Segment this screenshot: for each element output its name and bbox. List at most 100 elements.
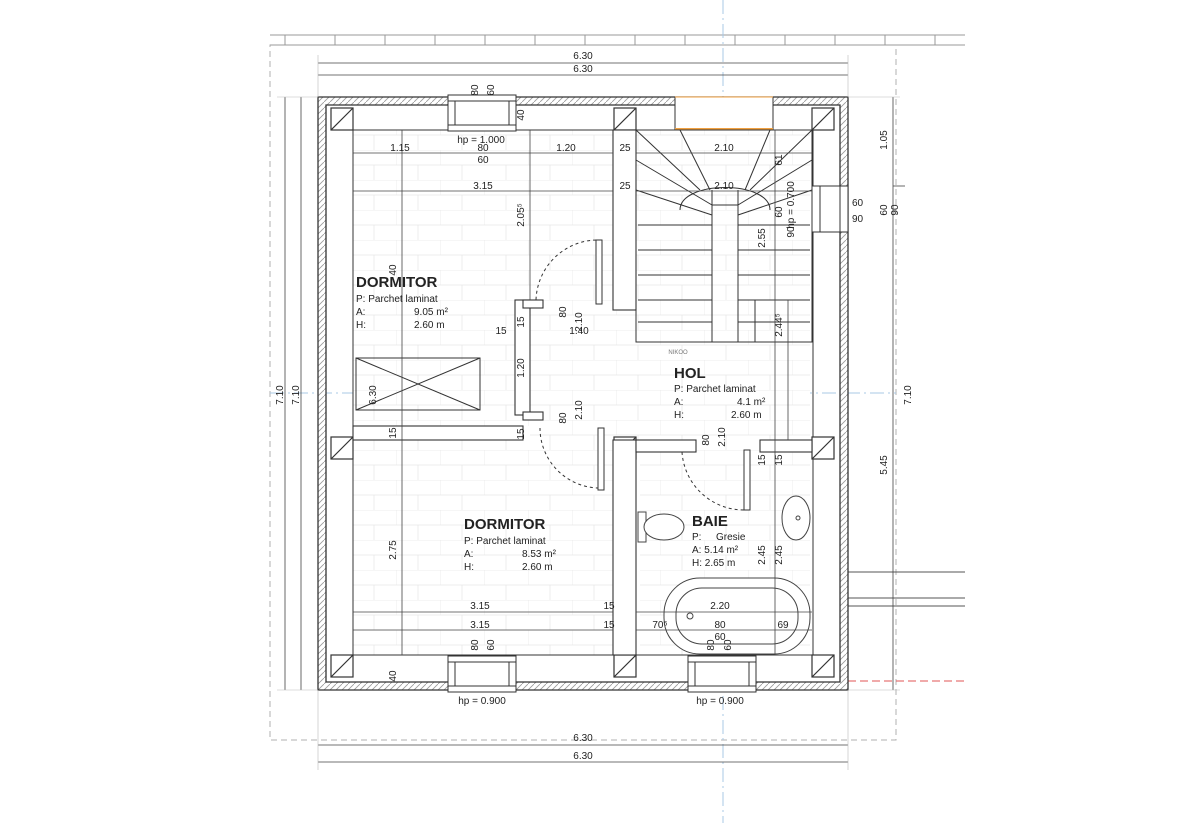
room-floor: P: Parchet laminat <box>674 384 756 395</box>
room-area: A: 5.14 m² <box>692 545 739 556</box>
dim-v-245b: 2.45 <box>774 545 785 565</box>
dim-low-15b: 15 <box>603 620 615 631</box>
dim-right-upper: 1.05 <box>879 130 890 150</box>
window-bottom-left <box>447 655 517 693</box>
dim-25a: 25 <box>619 143 631 154</box>
hp-bottom-left: hp = 0.900 <box>458 696 506 707</box>
dim-d-80b: 80 <box>558 412 569 424</box>
dim-low-315a: 3.15 <box>470 601 490 612</box>
dim-v-15d: 15 <box>516 428 527 440</box>
dim-win-br-60: 60 <box>723 639 734 651</box>
room-area-label: A: <box>674 397 683 408</box>
dim-win-top-80: 80 <box>470 84 481 96</box>
top-ruler-ticks <box>284 35 936 45</box>
dim-v-15e: 15 <box>757 454 768 466</box>
dim-side-90: 90 <box>852 214 864 225</box>
dim-bottom-1: 6.30 <box>573 733 593 744</box>
floor-tiles <box>353 130 810 655</box>
shaft-void <box>355 357 481 411</box>
dim-d-80a: 80 <box>558 306 569 318</box>
dim-v-15b: 15 <box>516 316 527 328</box>
room-name: DORMITOR <box>356 274 438 291</box>
room-name: HOL <box>674 365 706 382</box>
room-floor: P: Parchet laminat <box>464 536 546 547</box>
window-top <box>447 94 517 132</box>
staircase <box>635 129 813 343</box>
dim-top-1: 6.30 <box>573 51 593 62</box>
dim-d-140: 1.40 <box>569 326 589 337</box>
dim-v-244: 2.44⁵ <box>774 313 785 337</box>
dim-win-bl-80: 80 <box>470 639 481 651</box>
dim-v-275: 2.75 <box>388 540 399 560</box>
exterior-walls <box>317 96 849 691</box>
window-top-orange <box>674 96 774 130</box>
dim-v-15c: 15 <box>388 427 399 439</box>
dim-stair-61: 61 <box>774 154 785 166</box>
dim-low-705: 70⁵ <box>652 620 667 631</box>
door-lower-bedroom <box>539 427 605 491</box>
dim-60: 60 <box>477 155 489 166</box>
dim-v-15a: 15 <box>495 326 507 337</box>
dim-v-255: 2.55 <box>757 228 768 248</box>
dimension-labels: 6.30 6.30 6.30 6.30 7.10 7.10 7.10 1.05 … <box>275 51 914 762</box>
dim-win-top-60: 60 <box>486 84 497 96</box>
dim-side-60: 60 <box>852 198 864 209</box>
room-area-label: A: <box>356 307 365 318</box>
dim-stair-60: 60 <box>774 206 785 218</box>
room-area-label: A: <box>464 549 473 560</box>
window-right <box>811 185 849 233</box>
dim-low-15a: 15 <box>603 601 615 612</box>
dim-v-630: 6.30 <box>368 385 379 405</box>
window-bottom-right <box>687 655 757 693</box>
dimension-guides <box>277 55 900 770</box>
hp-top: hp = 1.000 <box>457 135 505 146</box>
dim-left-2: 7.10 <box>291 385 302 405</box>
room-dormitor-upper: DORMITOR P: Parchet laminat A: 9.05 m² H… <box>356 274 449 331</box>
washbasin <box>781 495 811 541</box>
room-name: BAIE <box>692 513 728 530</box>
dim-upper-315: 3.15 <box>473 181 493 192</box>
room-floor-label: P: <box>692 532 701 543</box>
room-baie: BAIE P: Gresie A: 5.14 m² H: 2.65 m <box>692 513 746 569</box>
room-area-value: 8.53 m² <box>522 549 557 560</box>
hp-side: hp = 0.700 <box>786 181 797 229</box>
room-height-label: H: <box>674 410 684 421</box>
room-height-value: 2.60 m <box>414 320 445 331</box>
room-floor-value: Gresie <box>716 532 746 543</box>
dim-d-210b: 2.10 <box>574 400 585 420</box>
room-area-value: 9.05 m² <box>414 307 449 318</box>
room-area-value: 4.1 m² <box>737 397 766 408</box>
dim-v-205: 2.05⁵ <box>516 203 527 227</box>
dim-right-lower: 5.45 <box>879 455 890 475</box>
dim-120: 1.20 <box>556 143 576 154</box>
room-hol: HOL P: Parchet laminat A: 4.1 m² H: 2.60… <box>674 365 766 421</box>
room-height-value: 2.60 m <box>731 410 762 421</box>
dim-low-69: 69 <box>777 620 789 631</box>
dim-d-210c: 2.10 <box>717 427 728 447</box>
room-height-value: 2.60 m <box>522 562 553 573</box>
exterior-terrace <box>847 571 965 607</box>
dim-v-15f: 15 <box>774 454 785 466</box>
dim-right-total: 7.10 <box>903 385 914 405</box>
door-upper-bedroom <box>535 239 603 305</box>
door-bathroom <box>681 449 751 511</box>
dim-v-40: 40 <box>388 264 399 276</box>
dim-win-br-80: 80 <box>706 639 717 651</box>
room-height: H: 2.65 m <box>692 558 735 569</box>
dim-low-80: 80 <box>714 620 726 631</box>
dim-80: 80 <box>477 143 489 154</box>
dim-stair-90: 90 <box>786 226 797 238</box>
dim-win-bl-60: 60 <box>486 639 497 651</box>
room-height-label: H: <box>356 320 366 331</box>
bathtub <box>663 577 811 655</box>
dim-win-top-40: 40 <box>516 109 527 121</box>
dim-d-80c: 80 <box>701 434 712 446</box>
toilet <box>637 511 685 543</box>
dim-stair-210a: 2.10 <box>714 143 734 154</box>
dim-low-60: 60 <box>714 632 726 643</box>
room-name: DORMITOR <box>464 516 546 533</box>
dim-low-315b: 3.15 <box>470 620 490 631</box>
interior-walls <box>352 129 813 656</box>
dim-v-120: 1.20 <box>516 358 527 378</box>
